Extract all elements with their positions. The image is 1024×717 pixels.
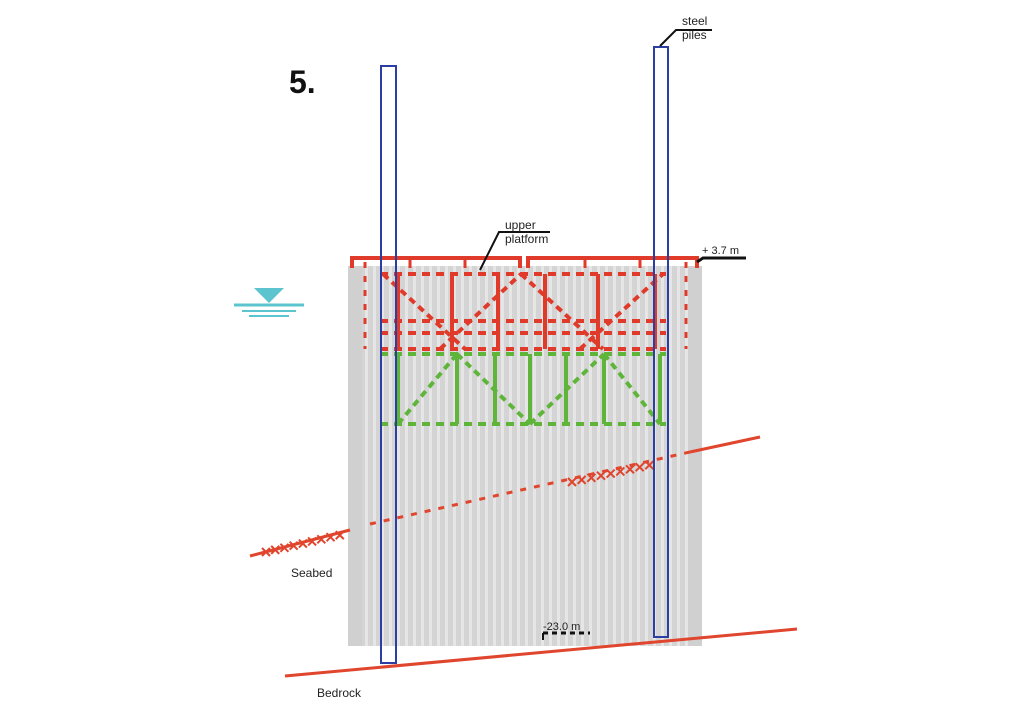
sheet-pile: [560, 266, 565, 646]
sheet-pile: [448, 266, 453, 646]
upper-platform-label-line1: upper: [505, 218, 536, 232]
sheet-pile: [400, 266, 405, 646]
bedrock-label: Bedrock: [317, 686, 362, 700]
seabed-hatch: [288, 540, 299, 551]
sheet-pile: [608, 266, 613, 646]
bottom-level-label: -23.0 m: [543, 621, 581, 633]
seabed-line: [249, 435, 761, 558]
sheet-pile: [536, 266, 541, 646]
sheet-pile: [632, 266, 637, 646]
sheet-pile: [472, 266, 477, 646]
sheet-pile: [656, 266, 661, 646]
seabed-hatch: [261, 547, 271, 557]
water-level-icon: [234, 288, 304, 317]
seabed-hatch: [316, 534, 327, 545]
seabed-hatch: [596, 470, 606, 481]
seabed-hatch: [567, 477, 577, 487]
seabed-hatch: [625, 464, 635, 475]
sheet-pile: [456, 266, 461, 646]
sheet-pile: [392, 266, 397, 646]
steel-pile-left: [380, 65, 397, 664]
sheet-pile: [432, 266, 437, 646]
sheet-pile: [496, 266, 501, 646]
steel-piles-label-line2: piles: [682, 28, 707, 42]
seabed-hatch: [307, 536, 317, 547]
seabed-hatch: [335, 530, 345, 540]
seabed-hatch: [298, 538, 308, 549]
sheet-pile: [416, 266, 421, 646]
seabed-hatch: [644, 460, 655, 470]
seabed-hatch: [279, 543, 290, 553]
sheet-pile-wall: [348, 266, 702, 646]
sheet-pile: [408, 266, 413, 646]
sheet-pile: [384, 266, 389, 646]
sheet-pile: [360, 266, 365, 646]
upper-platform-label-line2: platform: [505, 232, 549, 246]
seabed-hatch: [605, 468, 616, 479]
sheet-pile-edge: [688, 266, 702, 646]
seabed-hatch: [634, 462, 645, 472]
sheet-pile-edge: [348, 266, 362, 646]
seabed-hatch: [270, 545, 280, 555]
sheet-pile: [520, 266, 525, 646]
sheet-pile: [504, 266, 509, 646]
sheet-pile: [368, 266, 373, 646]
seabed-hatch: [325, 532, 336, 542]
leader-lines: [479, 29, 746, 640]
sheet-pile: [464, 266, 469, 646]
steel-pile-right: [653, 46, 669, 638]
sheet-pile: [512, 266, 517, 646]
sheet-pile: [488, 266, 493, 646]
sheet-pile: [584, 266, 589, 646]
seabed-hatch: [615, 466, 626, 477]
sheet-pile: [552, 266, 557, 646]
sheet-pile: [640, 266, 645, 646]
sheet-pile: [680, 266, 685, 646]
sheet-pile: [544, 266, 549, 646]
sheet-pile: [664, 266, 669, 646]
sheet-pile: [616, 266, 621, 646]
sheet-pile: [440, 266, 445, 646]
sheet-pile: [624, 266, 629, 646]
sheet-pile: [480, 266, 485, 646]
sheet-pile: [576, 266, 581, 646]
sheet-pile: [600, 266, 605, 646]
sheet-pile: [376, 266, 381, 646]
sheet-pile: [424, 266, 429, 646]
bedrock-line: [284, 627, 798, 678]
sheet-pile: [568, 266, 573, 646]
seabed-hatch: [586, 473, 597, 483]
sheet-pile: [528, 266, 533, 646]
top-level-label: + 3.7 m: [702, 245, 739, 257]
sheet-pile: [592, 266, 597, 646]
sheet-pile: [648, 266, 653, 646]
steel-piles-label-line1: steel: [682, 14, 708, 28]
lower-bracing-frame: [380, 352, 666, 426]
seabed-hatch: [576, 475, 587, 485]
step-number: 5.: [289, 64, 316, 100]
seabed-label: Seabed: [291, 566, 333, 580]
